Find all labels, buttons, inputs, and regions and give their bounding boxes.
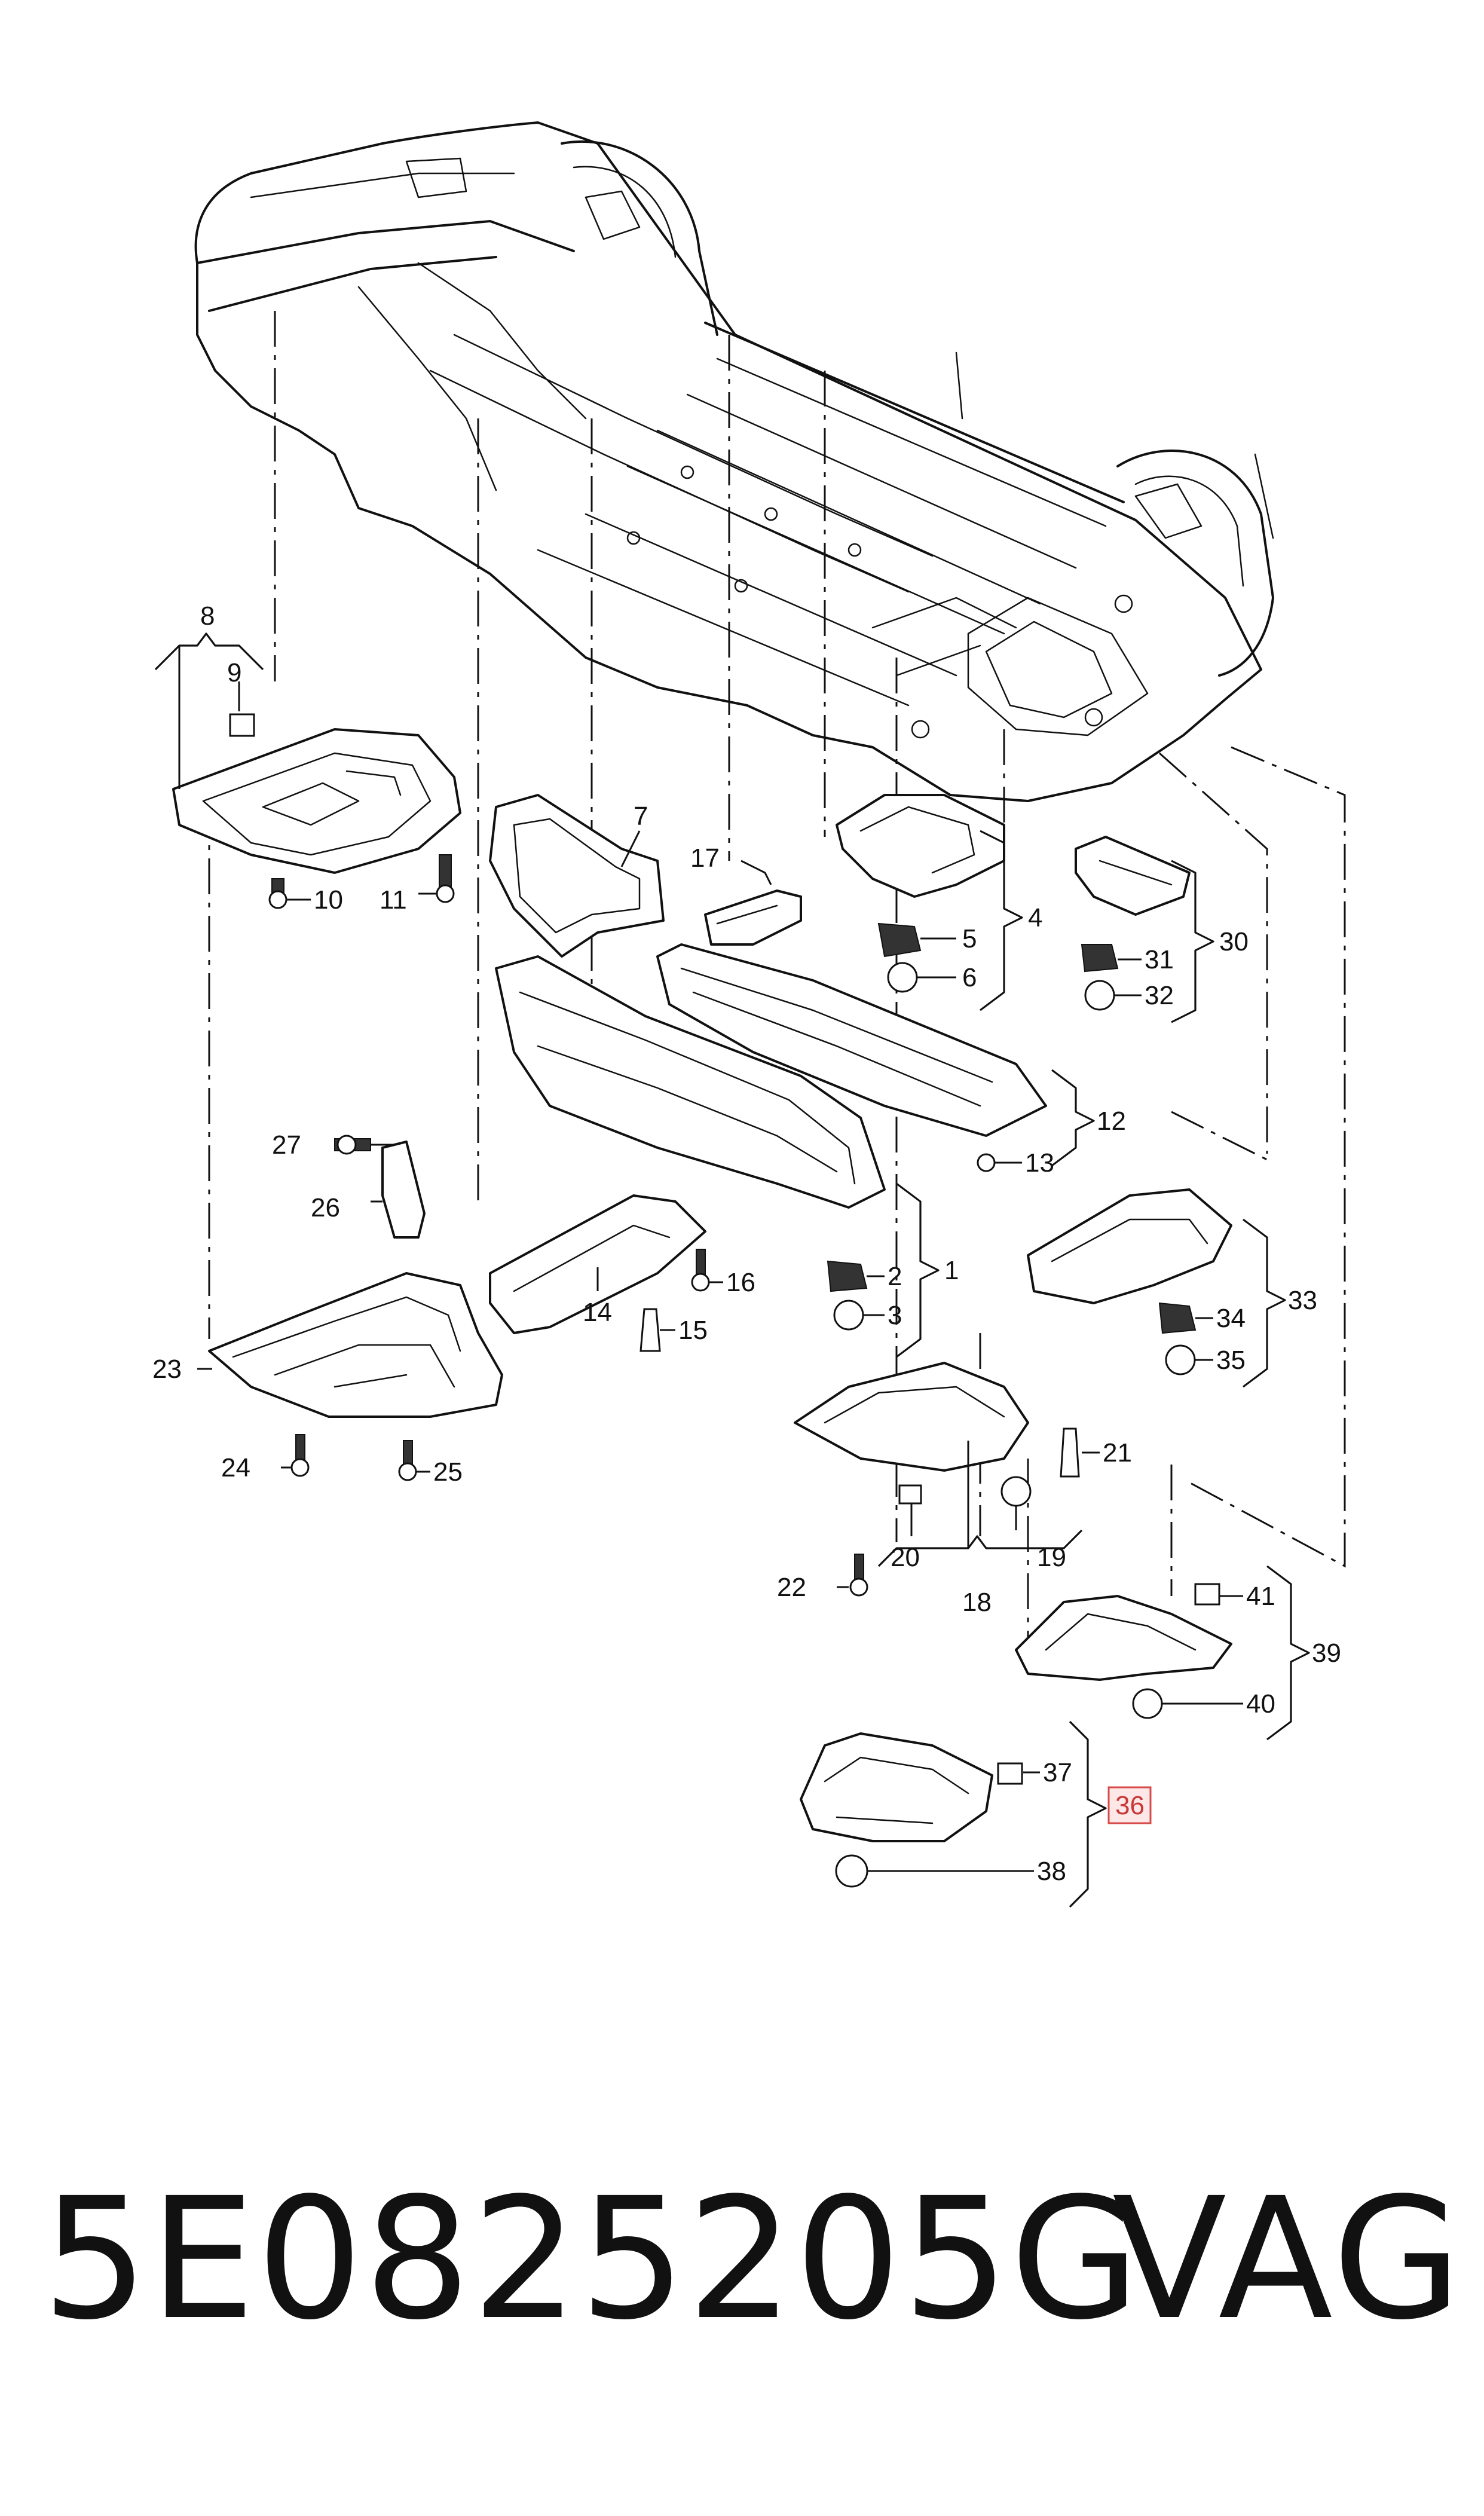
callout-31: 31 <box>1145 945 1174 974</box>
callout-17: 17 <box>690 843 720 873</box>
callout-4: 4 <box>1028 903 1042 933</box>
callout-16: 16 <box>726 1268 755 1297</box>
callout-2: 2 <box>888 1262 902 1291</box>
callout-14: 14 <box>583 1298 612 1327</box>
callout-33: 33 <box>1288 1286 1317 1315</box>
callout-5: 5 <box>962 924 977 953</box>
callout-41: 41 <box>1246 1582 1275 1611</box>
footer: 5E0825205G VAG <box>42 2170 1464 2349</box>
callout-6: 6 <box>962 963 977 992</box>
callout-37: 37 <box>1043 1758 1072 1787</box>
callout-32: 32 <box>1145 981 1174 1010</box>
part-30-bracket <box>1075 836 1191 1011</box>
brand-name: VAG <box>1112 2162 1464 2357</box>
callout-26: 26 <box>311 1193 340 1222</box>
part-14-bracket <box>489 1194 710 1352</box>
callout-23: 23 <box>152 1355 182 1384</box>
callout-8: 8 <box>200 601 215 631</box>
callout-25: 25 <box>433 1457 463 1487</box>
callout-10: 10 <box>314 885 343 915</box>
part-18-cover <box>794 1362 1080 1597</box>
callout-39: 39 <box>1312 1638 1341 1668</box>
part-7-shield <box>489 794 665 958</box>
callout-24: 24 <box>221 1453 250 1482</box>
leader-lines <box>154 632 1310 1908</box>
callout-40: 40 <box>1246 1689 1275 1719</box>
callout-1: 1 <box>944 1256 959 1285</box>
vehicle-underbody <box>194 121 1274 802</box>
part-23-undertray <box>208 1135 503 1481</box>
part-36-cover <box>800 1732 1023 1888</box>
callout-36-highlight <box>1107 1786 1152 1824</box>
callout-27: 27 <box>272 1130 301 1160</box>
callout-labels: 8 9 10 11 7 17 5 4 6 31 30 32 12 13 27 2… <box>152 601 1341 1886</box>
callout-7: 7 <box>634 802 648 831</box>
callout-12: 12 <box>1097 1106 1126 1136</box>
part-12-tunnel-cover <box>656 943 1047 1137</box>
part-17-bracket <box>704 889 802 946</box>
callout-20: 20 <box>891 1543 920 1572</box>
callout-34: 34 <box>1216 1304 1246 1333</box>
callout-18: 18 <box>962 1588 992 1617</box>
callout-13: 13 <box>1025 1148 1054 1178</box>
callout-38: 38 <box>1037 1857 1066 1886</box>
callout-19: 19 <box>1037 1543 1066 1572</box>
callout-11: 11 <box>380 885 407 915</box>
part-39-cover <box>1015 1583 1232 1719</box>
callout-36: 36 <box>1115 1791 1145 1820</box>
callout-3: 3 <box>888 1301 902 1330</box>
part-number: 5E0825205G <box>42 2162 1142 2357</box>
callout-21: 21 <box>1103 1438 1132 1468</box>
callout-30: 30 <box>1219 927 1249 956</box>
callout-35: 35 <box>1216 1346 1246 1375</box>
part-2-3-fasteners <box>827 1153 996 1331</box>
callout-22: 22 <box>777 1573 806 1602</box>
part-1-floor-cover <box>495 955 886 1209</box>
part-4-mount <box>836 794 1005 993</box>
callout-9: 9 <box>227 658 241 687</box>
part-33-cover <box>1027 1188 1232 1375</box>
callout-15: 15 <box>678 1316 708 1345</box>
part-8-guard <box>172 713 461 909</box>
